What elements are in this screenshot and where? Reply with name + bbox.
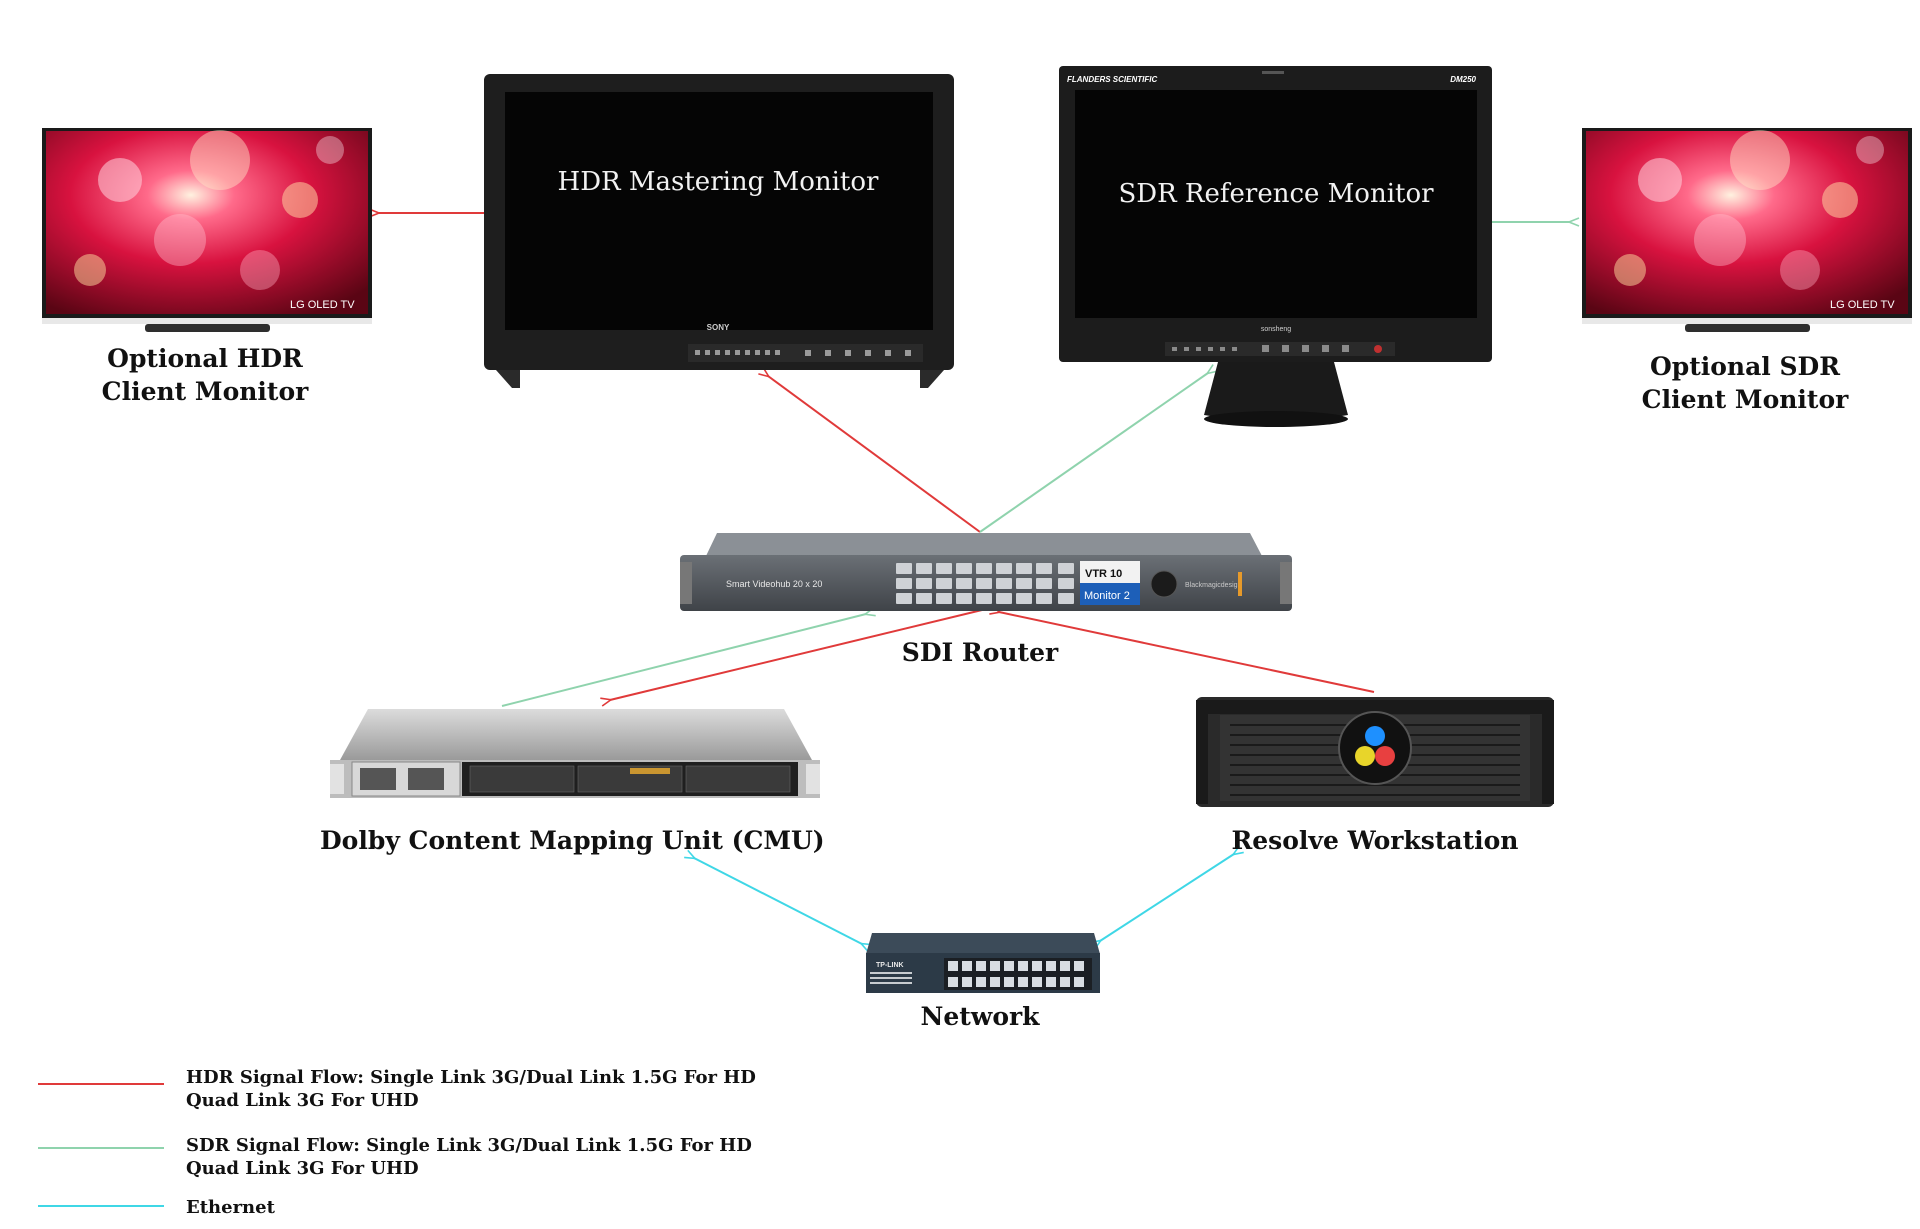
- legend-sdr-swatch: [38, 1147, 164, 1149]
- router-display-line2: Monitor 2: [1084, 590, 1130, 602]
- sdr-ref-bezel-brand: sonsheng: [1261, 326, 1291, 333]
- hdr-client-monitor: LG OLED TV: [42, 128, 372, 332]
- network-switch: TP-LINK: [866, 933, 1100, 993]
- resolve-label: Resolve Workstation: [1231, 826, 1519, 855]
- legend-sdr-line1: SDR Signal Flow: Single Link 3G/Dual Lin…: [186, 1135, 752, 1156]
- sdr-client-label-line2: Client Monitor: [1641, 385, 1849, 414]
- resolve-workstation: [1196, 697, 1554, 807]
- legend-ethernet-text: Ethernet: [186, 1196, 275, 1219]
- resolve-logo-icon: [1338, 711, 1412, 785]
- sdi-router: Smart Videohub 20 x 20 VTR 10 Monitor 2 …: [680, 533, 1292, 611]
- legend-hdr-line2: Quad Link 3G For UHD: [186, 1090, 419, 1111]
- network-label: Network: [920, 1002, 1040, 1031]
- hdr-master-title: HDR Mastering Monitor: [558, 167, 879, 197]
- edge-resolve-to-router: [999, 612, 1375, 693]
- dolby-cmu: [330, 709, 820, 798]
- router-brand: Blackmagicdesign: [1185, 582, 1242, 589]
- legend-hdr-text: HDR Signal Flow: Single Link 3G/Dual Lin…: [186, 1066, 756, 1112]
- legend-ethernet-swatch: [38, 1205, 164, 1207]
- fsi-model: DM250: [1450, 75, 1476, 84]
- sdr-client-label-line1: Optional SDR: [1649, 352, 1841, 381]
- edge-router-to-cmu: [610, 609, 983, 700]
- hdr-client-label: Optional HDR Client Monitor: [90, 342, 320, 408]
- edge-router-to-sdr-ref: [979, 373, 1208, 533]
- hdr-client-label-line1: Optional HDR: [107, 344, 303, 373]
- cmu-label: Dolby Content Mapping Unit (CMU): [320, 826, 825, 855]
- hdr-client-brand: LG OLED TV: [290, 299, 355, 311]
- edge-cmu-network: [694, 858, 862, 944]
- legend-hdr-swatch: [38, 1083, 164, 1085]
- hdr-client-label-line2: Client Monitor: [101, 377, 309, 406]
- sdr-client-brand: LG OLED TV: [1830, 299, 1895, 311]
- router-model: Smart Videohub 20 x 20: [726, 579, 822, 589]
- router-display-line1: VTR 10: [1085, 568, 1122, 580]
- sdr-client-monitor: LG OLED TV: [1582, 128, 1912, 332]
- router-label: SDI Router: [901, 638, 1059, 667]
- hdr-mastering-monitor: HDR Mastering Monitor SONY: [484, 74, 954, 388]
- legend-ethernet-line1: Ethernet: [186, 1197, 275, 1218]
- sdr-ref-title: SDR Reference Monitor: [1118, 179, 1434, 209]
- switch-brand: TP-LINK: [876, 962, 904, 969]
- legend-hdr-line1: HDR Signal Flow: Single Link 3G/Dual Lin…: [186, 1067, 756, 1088]
- edge-resolve-network: [1100, 854, 1234, 941]
- fsi-brand: FLANDERS SCIENTIFIC: [1067, 75, 1157, 84]
- sony-logo: SONY: [707, 323, 730, 332]
- sdr-client-label: Optional SDR Client Monitor: [1630, 350, 1860, 416]
- connections: [378, 213, 1570, 944]
- legend-sdr-text: SDR Signal Flow: Single Link 3G/Dual Lin…: [186, 1134, 752, 1180]
- edge-cmu-to-router: [501, 614, 866, 707]
- edge-router-to-hdr-master: [768, 376, 981, 533]
- legend-sdr-line2: Quad Link 3G For UHD: [186, 1158, 419, 1179]
- sdr-reference-monitor: FLANDERS SCIENTIFIC DM250 SDR Reference …: [1059, 66, 1492, 427]
